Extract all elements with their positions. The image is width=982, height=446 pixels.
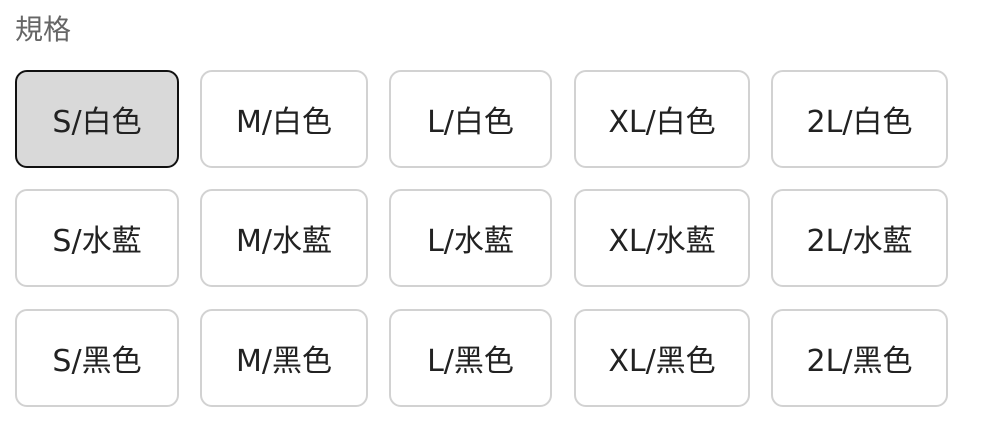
spec-option-button[interactable]: 2L/黑色 xyxy=(771,309,948,407)
spec-option-button[interactable]: M/水藍 xyxy=(200,189,368,287)
spec-option-button[interactable]: L/水藍 xyxy=(389,189,552,287)
spec-label: 規格 xyxy=(15,13,72,46)
spec-option-button[interactable]: S/黑色 xyxy=(15,309,179,407)
spec-option-button[interactable]: 2L/白色 xyxy=(771,70,948,168)
spec-option-button[interactable]: S/白色 xyxy=(15,70,179,168)
spec-option-button[interactable]: S/水藍 xyxy=(15,189,179,287)
spec-option-button[interactable]: M/黑色 xyxy=(200,309,368,407)
spec-option-button[interactable]: XL/白色 xyxy=(574,70,750,168)
spec-option-button[interactable]: L/黑色 xyxy=(389,309,552,407)
spec-option-button[interactable]: XL/黑色 xyxy=(574,309,750,407)
spec-option-button[interactable]: 2L/水藍 xyxy=(771,189,948,287)
spec-option-button[interactable]: M/白色 xyxy=(200,70,368,168)
spec-option-button[interactable]: L/白色 xyxy=(389,70,552,168)
spec-option-button[interactable]: XL/水藍 xyxy=(574,189,750,287)
